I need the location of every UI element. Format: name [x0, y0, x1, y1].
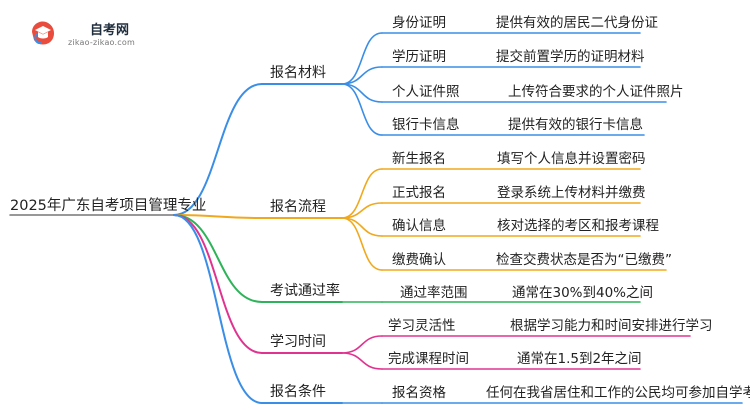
- leaf-label: 学历证明: [392, 49, 446, 65]
- site-name: 自考网: [90, 23, 130, 38]
- branch-label: 报名流程: [270, 199, 326, 215]
- branch-connector: [173, 214, 263, 404]
- leaf-label: 完成课程时间: [388, 351, 469, 367]
- leaf-label: 缴费确认: [392, 252, 446, 268]
- leaf-connector: [341, 217, 383, 271]
- leaf-label: 学习灵活性: [388, 318, 456, 334]
- leaf-connector: [341, 352, 383, 370]
- leaf-label: 银行卡信息: [392, 117, 460, 133]
- detail-label: 任何在我省居住和工作的公民均可参加自学考试: [486, 385, 750, 401]
- graduation-cap-icon: [32, 21, 54, 45]
- leaf-label: 身份证明: [392, 15, 446, 31]
- leaf-label: 通过率范围: [400, 285, 468, 301]
- detail-label: 通常在1.5到2年之间: [517, 351, 642, 367]
- leaf-connector: [341, 217, 383, 237]
- detail-label: 核对选择的考区和报考课程: [497, 218, 659, 234]
- detail-label: 提供有效的银行卡信息: [508, 117, 643, 133]
- branch-label: 报名条件: [270, 384, 326, 400]
- leaf-connector: [341, 168, 383, 219]
- leaf-connector: [341, 83, 383, 103]
- branch-label: 报名材料: [270, 65, 326, 81]
- detail-label: 提交前置学历的证明材料: [496, 49, 645, 65]
- branch-connector: [173, 214, 263, 219]
- leaf-connector: [341, 335, 383, 354]
- detail-label: 登录系统上传材料并缴费: [497, 185, 646, 201]
- leaf-label: 个人证件照: [392, 84, 460, 100]
- leaf-connector: [341, 32, 383, 85]
- site-url: zikao-zikao.com: [68, 38, 135, 47]
- root-topic: 2025年广东自考项目管理专业: [10, 198, 207, 214]
- detail-label: 检查交费状态是否为“已缴费”: [496, 252, 672, 268]
- branch-connector: [173, 214, 263, 303]
- leaf-label: 报名资格: [392, 385, 446, 401]
- site-logo[interactable]: 自考网 zikao-zikao.com: [28, 18, 168, 52]
- leaf-label: 正式报名: [392, 185, 446, 201]
- detail-label: 根据学习能力和时间安排进行学习: [510, 318, 713, 334]
- branch-connector: [173, 83, 263, 216]
- leaf-connector: [341, 66, 383, 85]
- leaf-label: 确认信息: [392, 218, 446, 234]
- detail-label: 上传符合要求的个人证件照片: [508, 84, 684, 100]
- leaf-connector: [341, 83, 383, 136]
- branch-label: 考试通过率: [270, 283, 340, 299]
- detail-label: 提供有效的居民二代身份证: [496, 15, 658, 31]
- detail-label: 填写个人信息并设置密码: [497, 151, 646, 167]
- leaf-label: 新生报名: [392, 151, 446, 167]
- detail-label: 通常在30%到40%之间: [512, 285, 654, 301]
- branch-label: 学习时间: [270, 334, 326, 350]
- branch-connector: [173, 214, 263, 354]
